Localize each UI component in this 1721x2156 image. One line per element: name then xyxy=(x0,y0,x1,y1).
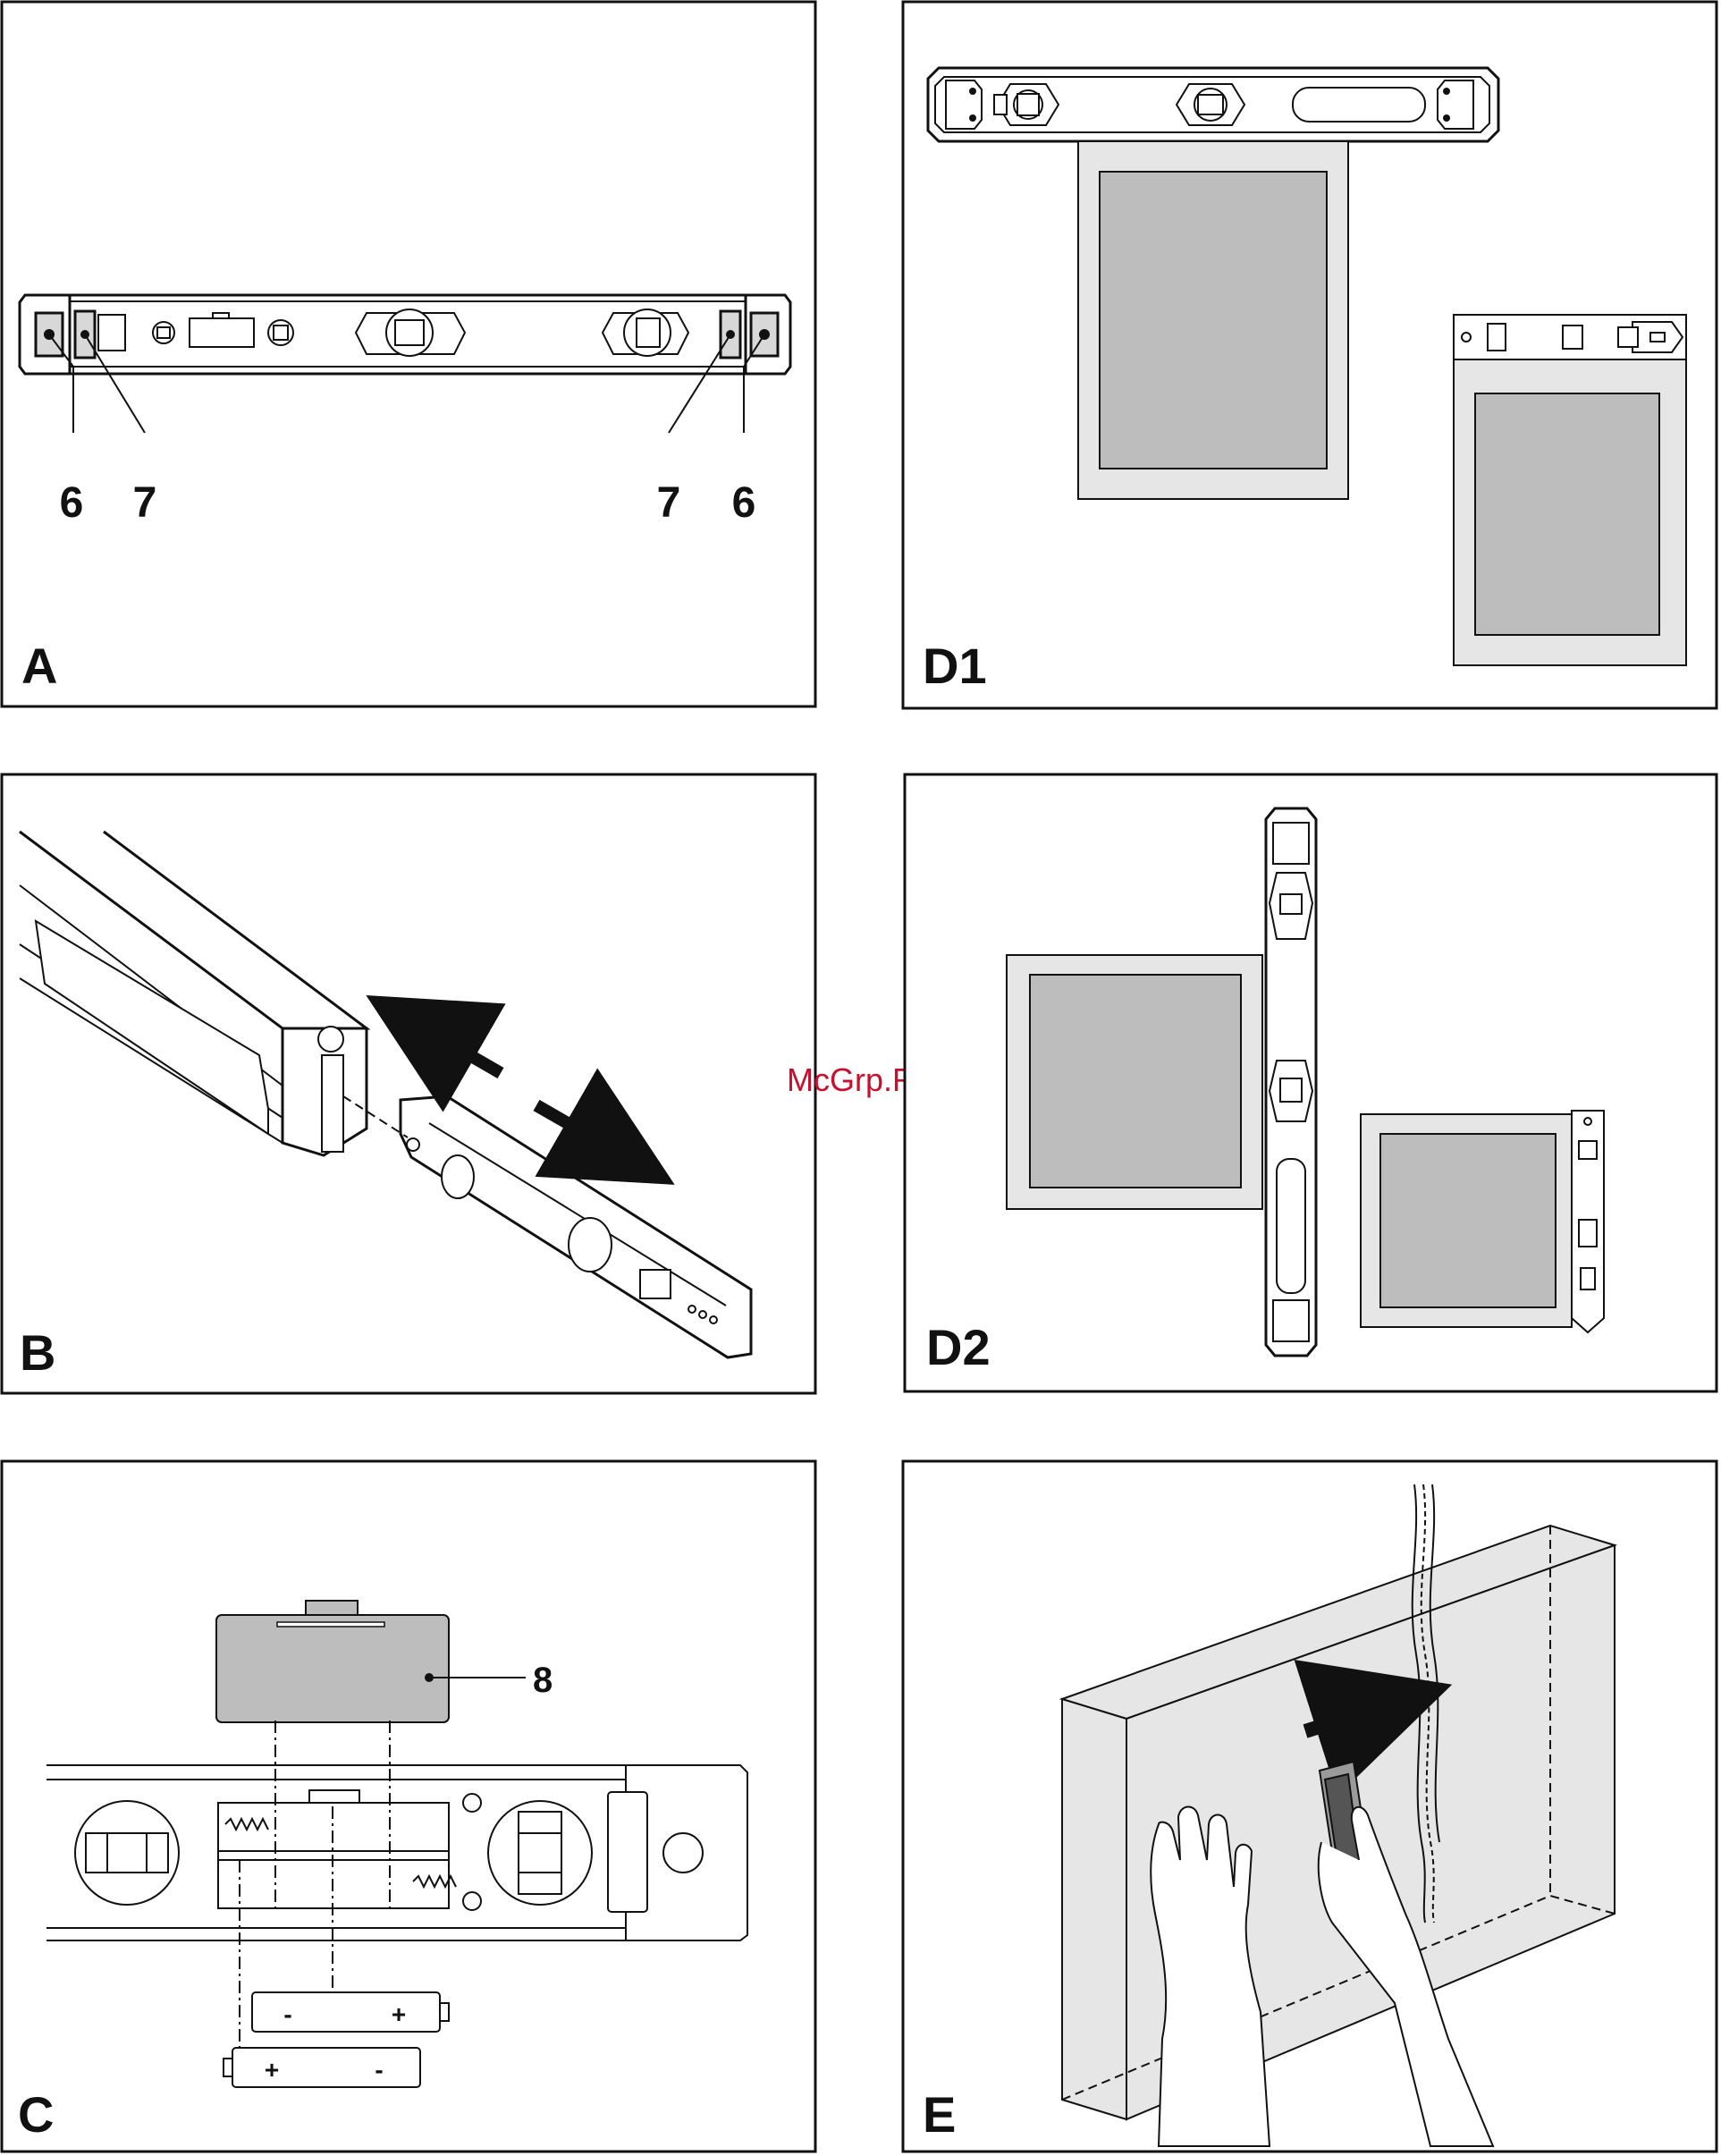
battery-bottom-minus: - xyxy=(375,2056,383,2084)
spirit-level-front-view xyxy=(20,295,790,374)
panel-c-label: C xyxy=(18,2086,54,2143)
picture-image-left xyxy=(1030,975,1241,1188)
panel-a-label: A xyxy=(21,638,57,694)
battery-bottom xyxy=(224,2048,420,2087)
panel-c: 8 xyxy=(2,1461,815,2152)
long-level-vertical xyxy=(1266,808,1316,1356)
panel-e-label: E xyxy=(923,2086,956,2143)
short-level-vertical xyxy=(1572,1111,1604,1332)
panel-d1-label: D1 xyxy=(923,638,987,694)
panel-d1: D1 xyxy=(903,2,1717,708)
battery-top-plus: + xyxy=(392,2000,406,2028)
callout-8: 8 xyxy=(533,1661,553,1700)
battery-cover xyxy=(216,1615,449,1722)
panel-b: B xyxy=(2,774,815,1393)
panel-d2-label: D2 xyxy=(926,1319,991,1375)
battery-bottom-plus: + xyxy=(265,2056,279,2084)
panel-d2: D2 xyxy=(905,774,1717,1391)
panel-a: 6 7 7 6 A xyxy=(2,2,815,706)
battery-top xyxy=(252,1992,449,2032)
picture-image-large xyxy=(1100,172,1327,469)
panel-e: E xyxy=(903,1461,1717,2152)
callout-6-right: 6 xyxy=(732,479,756,527)
callout-6-left: 6 xyxy=(60,479,84,527)
callout-7-left: 7 xyxy=(133,479,157,527)
short-level-horizontal xyxy=(1454,315,1686,359)
battery-top-minus: - xyxy=(283,2000,291,2028)
picture-image-right xyxy=(1380,1134,1556,1307)
panel-b-label: B xyxy=(20,1324,55,1381)
callout-7-right: 7 xyxy=(657,479,681,527)
picture-image-small xyxy=(1475,393,1659,635)
long-level-horizontal xyxy=(928,68,1498,141)
